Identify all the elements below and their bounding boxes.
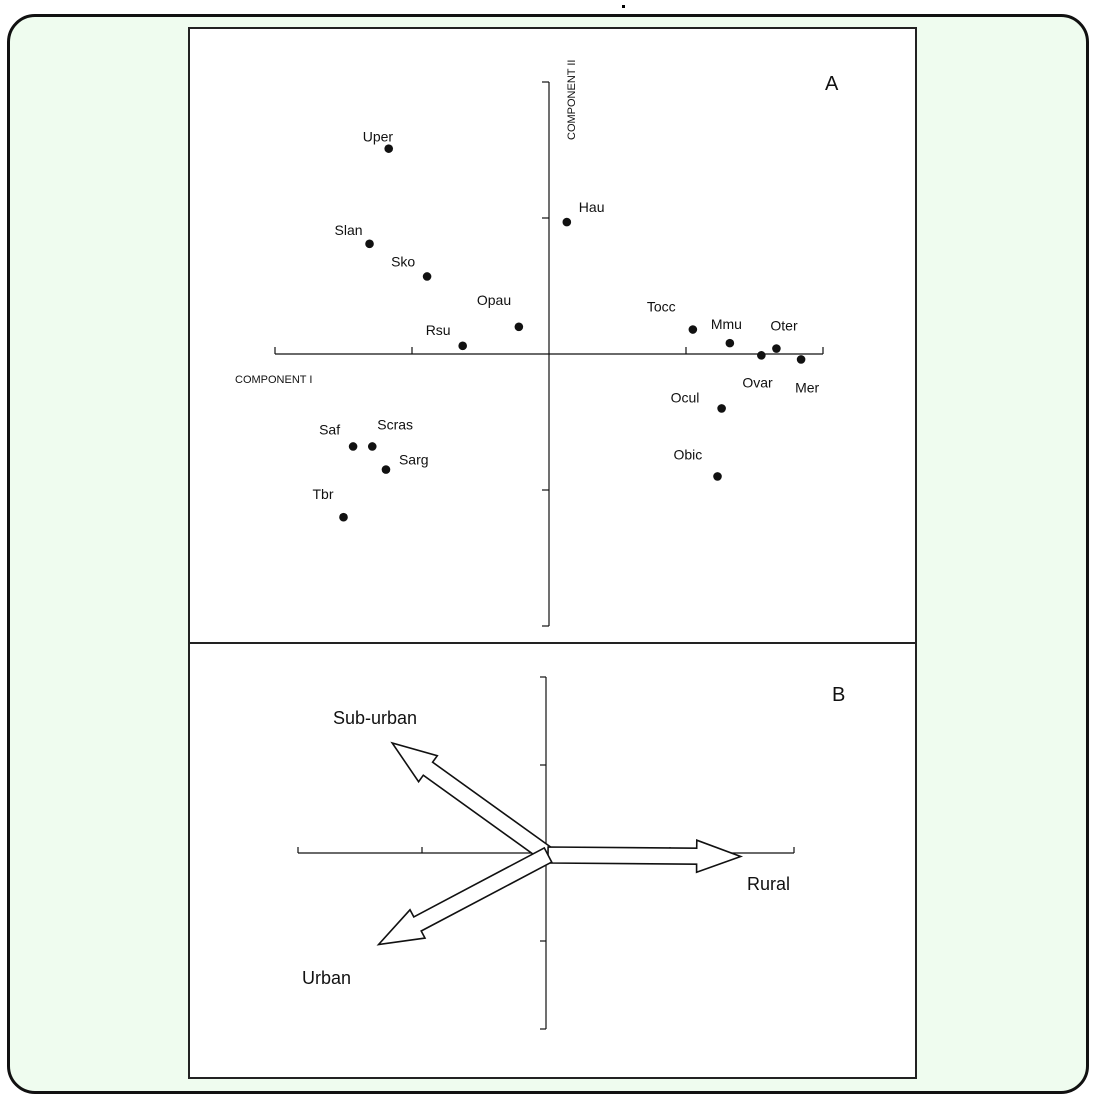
point-label-slan: Slan xyxy=(335,222,363,238)
vector-label-rural: Rural xyxy=(747,874,790,894)
data-point-tbr xyxy=(339,512,348,522)
data-point-hau xyxy=(562,217,572,227)
data-point-ocul xyxy=(717,404,726,413)
data-point-mer xyxy=(796,355,806,364)
panel-b-letter: B xyxy=(832,684,845,706)
data-point-uper xyxy=(384,144,394,153)
figure-container xyxy=(188,27,917,1079)
data-point-tocc xyxy=(688,325,698,334)
data-point-sarg xyxy=(381,465,391,474)
data-point-opau xyxy=(514,322,524,332)
point-label-scras: Scras xyxy=(377,416,413,432)
point-label-uper: Uper xyxy=(363,129,394,145)
data-point-ovar xyxy=(757,351,766,360)
point-label-opau: Opau xyxy=(477,292,511,308)
point-label-ovar: Ovar xyxy=(742,374,773,390)
point-label-mmu: Mmu xyxy=(711,316,742,332)
point-label-tbr: Tbr xyxy=(313,486,334,502)
x-axis-label: COMPONENT I xyxy=(235,374,312,386)
point-label-obic: Obic xyxy=(674,446,703,462)
vector-arrow-sub-urban xyxy=(390,741,554,863)
point-label-tocc: Tocc xyxy=(647,299,676,315)
data-point-mmu xyxy=(725,338,735,348)
panel-divider xyxy=(188,642,917,644)
point-label-sarg: Sarg xyxy=(399,452,429,468)
data-point-scras xyxy=(367,442,377,451)
data-point-oter xyxy=(772,344,781,353)
point-label-mer: Mer xyxy=(795,379,819,395)
point-label-saf: Saf xyxy=(319,421,340,437)
data-point-rsu xyxy=(458,341,467,351)
vector-label-sub-urban: Sub-urban xyxy=(333,708,417,728)
point-label-sko: Sko xyxy=(391,253,415,269)
panel-a-letter: A xyxy=(825,73,839,95)
data-point-slan xyxy=(365,239,374,249)
top-dot-mark xyxy=(622,5,625,8)
y-axis-label: COMPONENT II xyxy=(566,60,578,140)
point-label-hau: Hau xyxy=(579,199,605,215)
point-label-ocul: Ocul xyxy=(671,389,700,405)
point-label-oter: Oter xyxy=(770,318,798,334)
vector-arrow-urban xyxy=(376,846,553,946)
point-label-rsu: Rsu xyxy=(426,322,451,338)
data-point-saf xyxy=(348,442,358,451)
vector-arrow-rural xyxy=(547,839,744,874)
data-point-sko xyxy=(422,272,432,281)
vector-label-urban: Urban xyxy=(302,968,351,988)
data-point-obic xyxy=(713,472,722,481)
